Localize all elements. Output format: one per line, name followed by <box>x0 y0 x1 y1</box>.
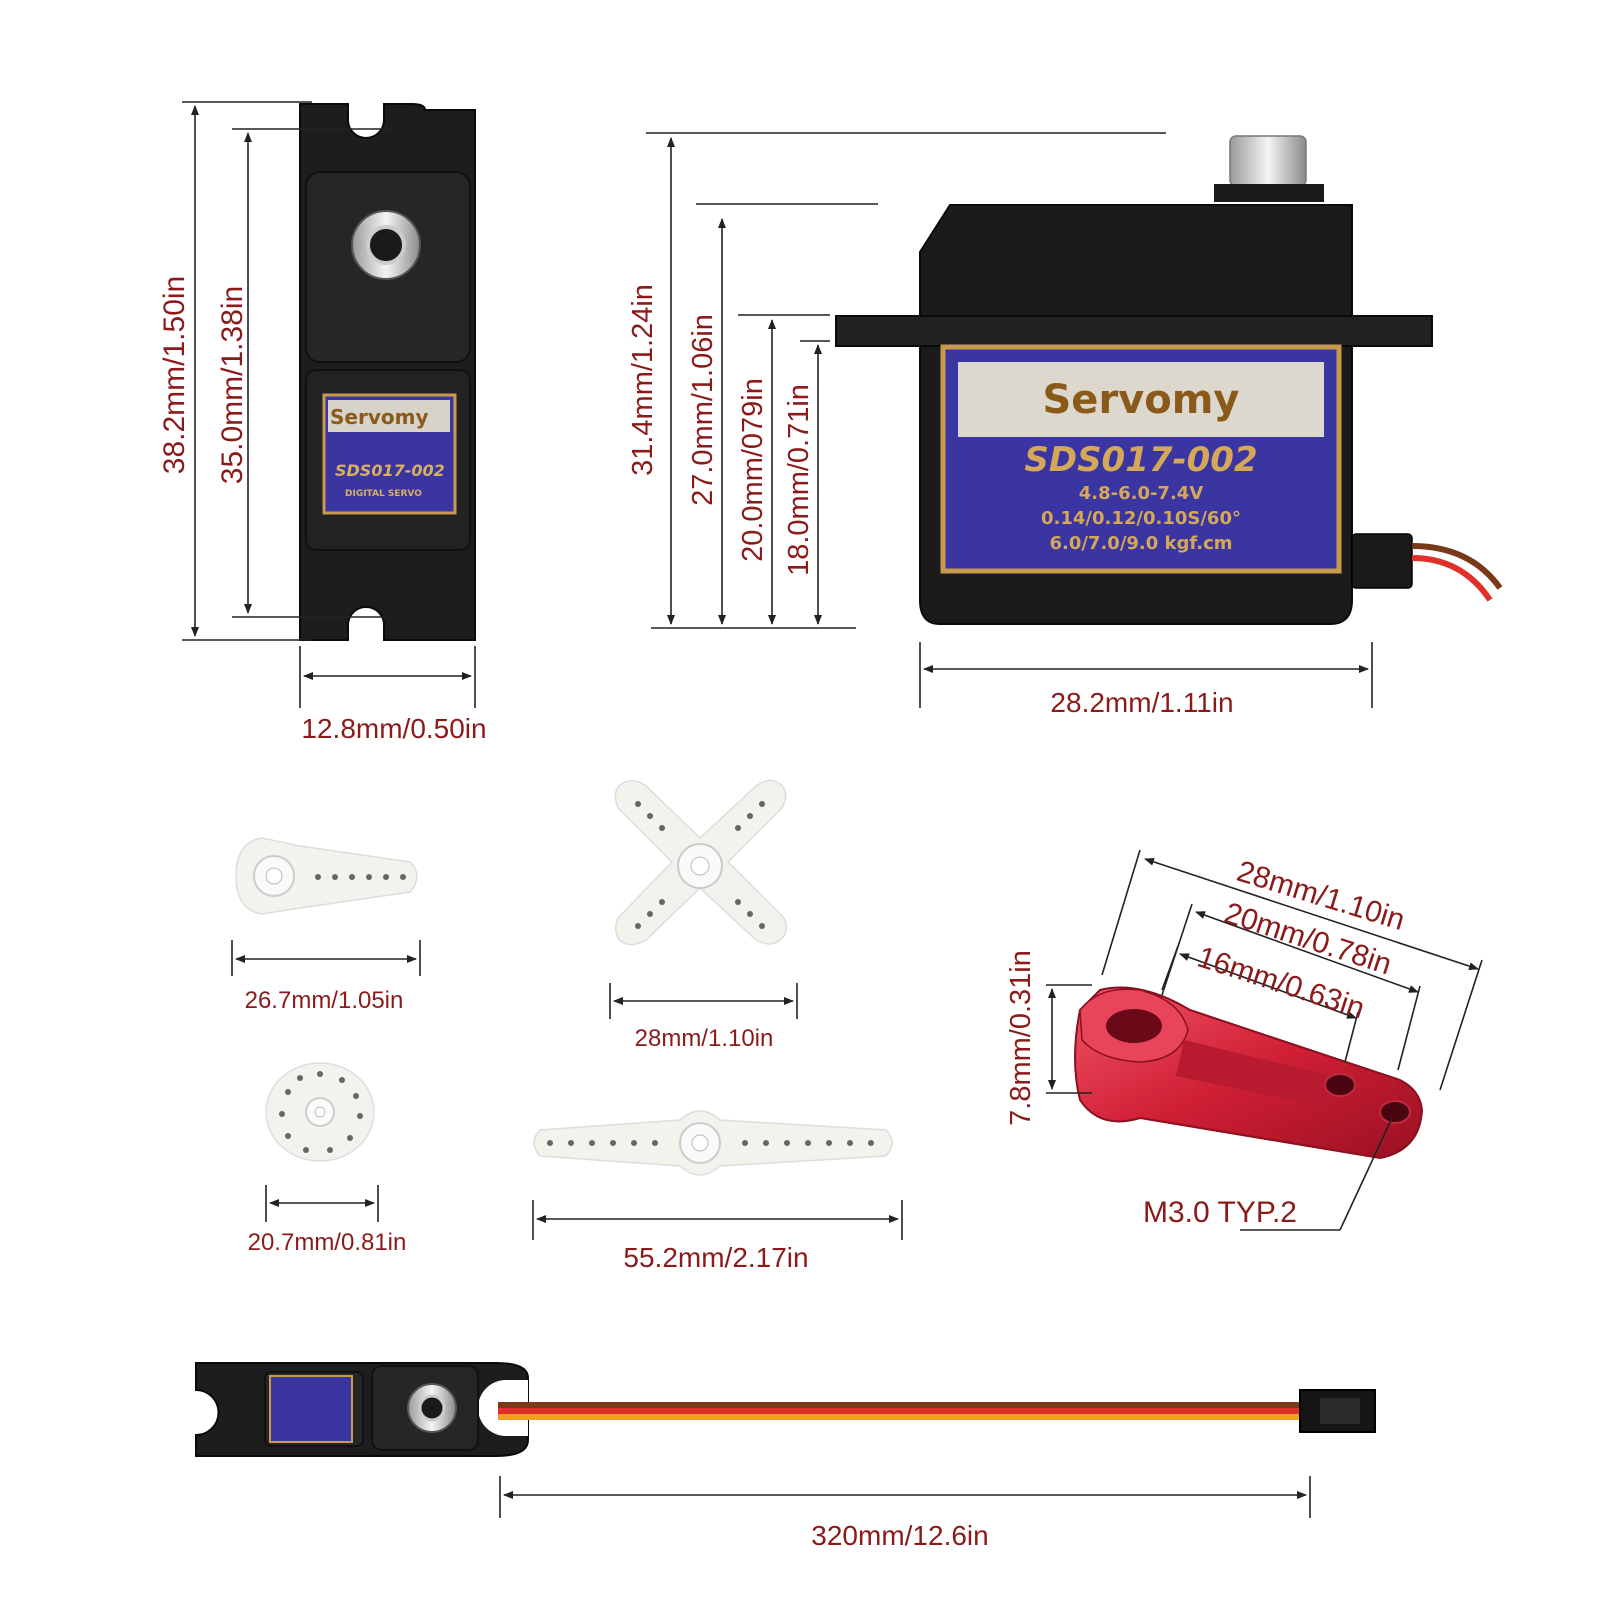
dim-metal-thickness: 7.8mm/0.31in <box>1005 950 1037 1126</box>
label-brand: Servomy <box>1043 377 1240 423</box>
dim-cross-horn: 28mm/1.10in <box>635 1025 774 1052</box>
label-speed: 0.14/0.12/0.10S/60° <box>1041 508 1241 529</box>
double-arm-horn <box>533 1110 893 1176</box>
servo-side-view <box>835 135 1503 625</box>
dim-double-arm: 55.2mm/2.17in <box>623 1242 808 1273</box>
label-voltage: 4.8-6.0-7.4V <box>1079 483 1204 504</box>
dim-disc-horn: 20.7mm/0.81in <box>248 1229 407 1256</box>
servo-top-view <box>299 103 476 641</box>
cross-horn <box>614 779 787 946</box>
connector-icon <box>1299 1389 1376 1433</box>
dim-side-flange-height: 20.0mm/079in <box>737 378 769 562</box>
cable-view-label <box>269 1375 353 1443</box>
dim-side-body-height: 18.0mm/0.71in <box>783 384 815 576</box>
dim-top-width: 12.8mm/0.50in <box>301 713 486 744</box>
small-label-sub: DIGITAL SERVO <box>345 489 422 499</box>
dim-single-arm: 26.7mm/1.05in <box>245 987 404 1014</box>
servo-with-cable <box>195 1362 1376 1457</box>
dim-side-height-top: 27.0mm/1.06in <box>687 314 719 506</box>
small-label-brand: Servomy <box>330 405 429 429</box>
dim-side-total-height: 31.4mm/1.24in <box>627 284 659 476</box>
dim-cable-length: 320mm/12.6in <box>811 1520 988 1551</box>
aluminum-horn <box>1074 986 1424 1160</box>
single-arm-horn <box>235 837 418 915</box>
small-label-model: SDS017-002 <box>335 461 445 480</box>
label-model: SDS017-002 <box>1024 440 1257 480</box>
label-torque: 6.0/7.0/9.0 kgf.cm <box>1049 533 1232 554</box>
thread-note: M3.0 TYP.2 <box>1143 1196 1297 1229</box>
spline-gear-icon <box>1229 135 1307 187</box>
disc-horn <box>265 1062 375 1162</box>
dim-top-height-holes: 35.0mm/1.38in <box>216 286 249 484</box>
dim-side-length: 28.2mm/1.11in <box>1050 687 1233 718</box>
dim-top-height-outer: 38.2mm/1.50in <box>158 276 191 474</box>
